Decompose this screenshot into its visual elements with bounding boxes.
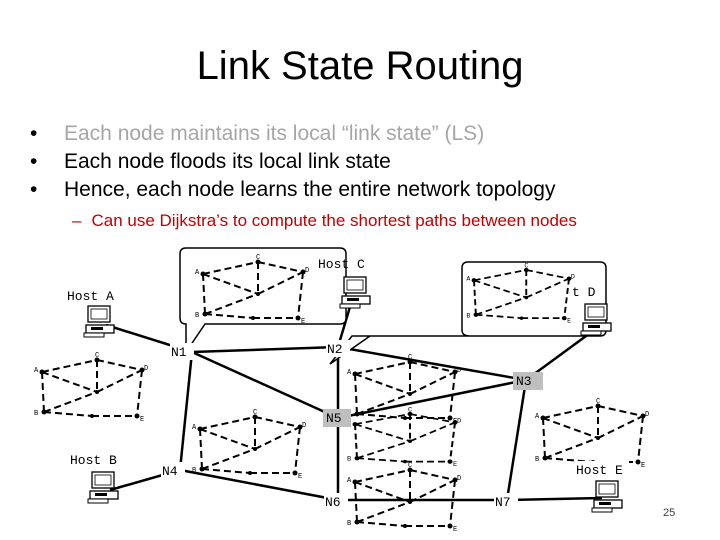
router-label-n6: N6 (325, 495, 341, 510)
computer-icon (83, 305, 115, 338)
host-label-b: Host B (70, 453, 117, 468)
router-label-n2: N2 (327, 342, 343, 357)
router-label-n4: N4 (162, 464, 178, 479)
bullet-item: • Each node floods its local link state (30, 148, 555, 176)
computer-icon (591, 480, 623, 513)
topology-graph-n4 (191, 408, 308, 482)
bullet-text: Each node floods its local link state (64, 150, 391, 173)
host-label-c: Host C (318, 257, 365, 272)
bullet-glyph: • (30, 178, 38, 201)
sub-bullet-text: Can use Dijkstra’s to compute the shorte… (91, 211, 577, 230)
bullet-glyph: • (30, 150, 38, 173)
topology-graph-n6 (346, 461, 463, 535)
host-label-e: Host E (576, 463, 623, 478)
sub-bullet: –Can use Dijkstra’s to compute the short… (72, 211, 577, 231)
bullet-item: • Each node maintains its local “link sta… (30, 120, 555, 148)
dash-glyph: – (72, 211, 82, 230)
router-label-n1: N1 (171, 345, 187, 360)
bullet-item: • Hence, each node learns the entire netw… (30, 176, 555, 204)
page-number: 25 (663, 507, 676, 519)
host-label-d: t D (572, 285, 596, 300)
bullet-text: Hence, each node learns the entire netwo… (64, 178, 556, 201)
bullet-list: • Each node maintains its local “link sta… (30, 120, 555, 204)
bullet-glyph: • (30, 122, 38, 145)
topology-graph-n5 (346, 405, 463, 469)
topology-graph-hostb (33, 351, 150, 425)
router-label-n7: N7 (495, 495, 511, 510)
topology-graph-hoste (534, 397, 651, 471)
router-label-n3: N3 (516, 374, 532, 389)
bullet-text: Each node maintains its local “link stat… (64, 122, 485, 145)
computer-icon (580, 303, 612, 336)
router-label-n5: N5 (326, 411, 342, 426)
host-label-a: Host A (67, 289, 114, 304)
computer-icon (339, 276, 371, 309)
computer-icon (87, 471, 119, 504)
slide-title: Link State Routing (196, 44, 524, 88)
